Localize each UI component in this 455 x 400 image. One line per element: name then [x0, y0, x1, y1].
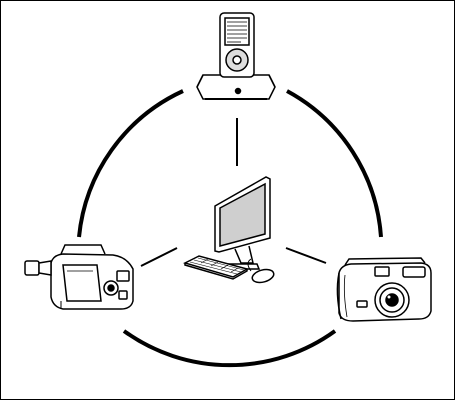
ring-arc-right: [286, 89, 383, 238]
ring-arc-left: [77, 89, 184, 238]
desktop-computer-icon: [182, 176, 275, 284]
digital-camera-icon: [336, 257, 432, 322]
connection-ring: [77, 89, 383, 368]
ipod-dock-icon: [196, 12, 276, 100]
spoke-to-camcorder: [140, 247, 178, 267]
spoke-to-camera: [285, 247, 327, 264]
ring-arc-bottom: [122, 329, 337, 368]
spokes: [140, 118, 327, 267]
camcorder-icon: [24, 244, 134, 310]
